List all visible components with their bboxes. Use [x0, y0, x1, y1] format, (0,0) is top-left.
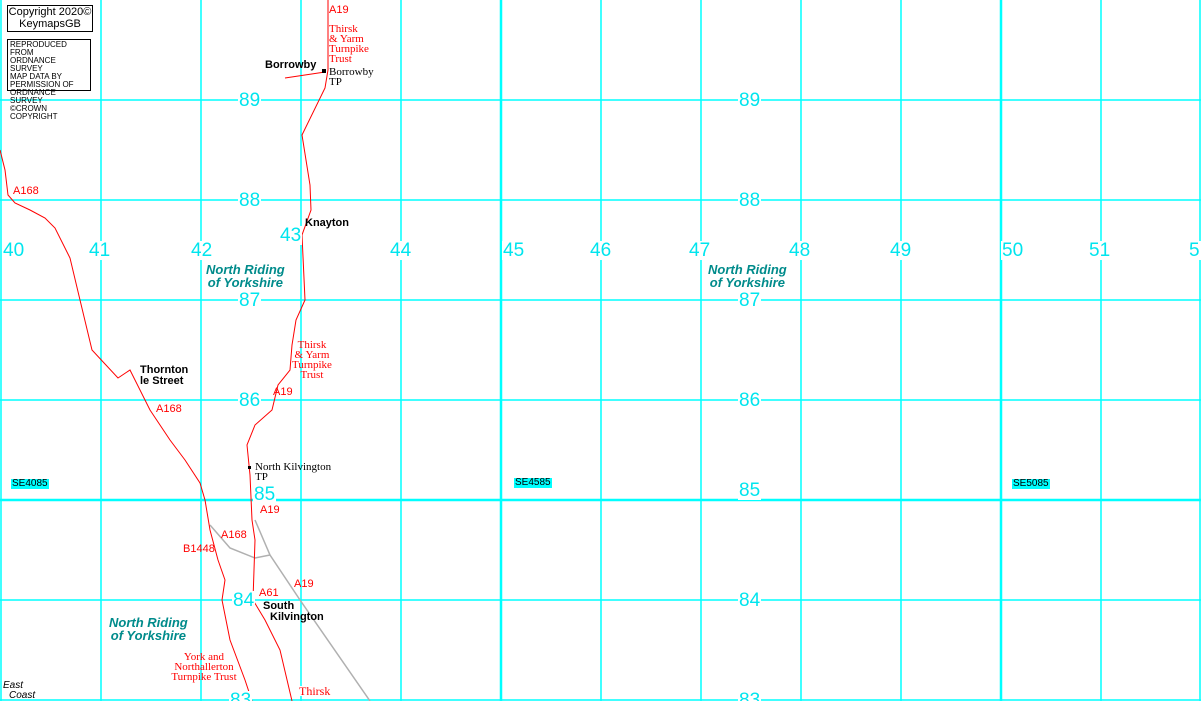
easting-label: 47 [688, 240, 712, 261]
railway-line: East [3, 680, 24, 691]
os-notice-line: REPRODUCED FROM [10, 40, 67, 57]
railway-label: East Coast [3, 681, 35, 701]
trust-line: Turnpike [292, 359, 332, 371]
northing-label: 88 [738, 190, 762, 211]
borrowby-road [284, 71, 326, 79]
os-notice-line: PERMISSION OF [10, 80, 74, 89]
road-label-a19: A19 [260, 504, 280, 516]
northing-label: 86 [738, 390, 762, 411]
northing-label: 86 [238, 390, 262, 411]
easting-label: 42 [190, 240, 214, 261]
county-line: of Yorkshire [207, 275, 283, 290]
trust-line: York and [183, 651, 225, 663]
trust-line: Thirsk [329, 23, 358, 35]
minor-roads [209, 519, 371, 701]
north-kilvington-tp-label: North Kilvington TP [255, 461, 332, 483]
thirsk-yarm-trust-label: Thirsk & Yarm Turnpike Trust [329, 23, 369, 65]
a168-road [0, 149, 253, 701]
easting-label: 49 [889, 240, 913, 261]
place-south-kilvington: South Kilvington [263, 601, 324, 623]
county-label: North Riding of Yorkshire [708, 263, 787, 289]
copyright-brand: KeymapsGB [19, 18, 81, 30]
trust-line: Northallerton [174, 661, 234, 673]
north-kilvington-tp-marker [248, 466, 251, 469]
thirsk-yarm-trust-label: Thirsk & Yarm Turnpike Trust [292, 339, 332, 381]
northing-label: 89 [738, 90, 762, 111]
trust-line: & Yarm [294, 349, 330, 361]
thirsk-label: Thirsk [299, 684, 331, 698]
place-line: Thornton [140, 364, 189, 376]
easting-label: 46 [589, 240, 613, 261]
northing-label: 85 [253, 484, 277, 505]
northing-label: 84 [738, 590, 762, 611]
county-line: North Riding [708, 262, 787, 277]
place-line: Kilvington [270, 611, 324, 623]
road-label-a61: A61 [259, 587, 279, 599]
easting-label: 44 [389, 240, 413, 261]
grid-ref-label: SE4085 [11, 478, 49, 489]
place-line: South [263, 600, 295, 612]
place-borrowby: Borrowby [265, 59, 317, 71]
trust-line: & Yarm [329, 33, 364, 45]
county-line: of Yorkshire [110, 628, 186, 643]
northing-label: 83 [229, 691, 253, 701]
tp-line: North Kilvington [255, 461, 332, 473]
county-line: of Yorkshire [709, 275, 785, 290]
northing-label: 87 [738, 290, 762, 311]
easting-label: 43 [279, 225, 303, 246]
easting-label: 50 [1001, 240, 1025, 261]
a19-road [246, 0, 329, 701]
road-label-a168: A168 [156, 403, 182, 415]
northing-label: 85 [738, 480, 762, 501]
northing-label: 89 [238, 90, 262, 111]
borrowby-tp-label: Borrowby TP [329, 66, 374, 88]
county-label: North Riding of Yorkshire [206, 263, 285, 289]
northing-label: 87 [238, 290, 262, 311]
place-line: le Street [140, 375, 184, 387]
place-knayton: Knayton [305, 217, 349, 229]
road-label-b1448: B1448 [183, 543, 215, 555]
os-notice-line: MAP DATA BY [10, 72, 63, 81]
road-label-a19: A19 [273, 386, 293, 398]
copyright-box: Copyright 2020© KeymapsGB [7, 5, 93, 32]
place-thornton-le-street: Thornton le Street [140, 365, 188, 387]
grid-ref-label: SE5085 [1012, 478, 1050, 489]
trust-line: Turnpike [329, 43, 369, 55]
easting-label: 40 [2, 240, 26, 261]
northing-label: 84 [232, 590, 256, 611]
easting-label: 45 [502, 240, 526, 261]
os-notice-line: ©CROWN COPYRIGHT [10, 104, 58, 121]
main-roads [0, 0, 329, 701]
trust-line: Turnpike Trust [171, 671, 237, 683]
borrowby-tp-marker [322, 69, 326, 73]
road-label-a168: A168 [221, 529, 247, 541]
county-line: North Riding [206, 262, 285, 277]
road-label-a168: A168 [13, 185, 39, 197]
york-northallerton-trust-label: York and Northallerton Turnpike Trust [166, 651, 242, 683]
os-notice-line: ORDNANCE SURVEY [10, 56, 56, 73]
os-notice-box: REPRODUCED FROM ORDNANCE SURVEY MAP DATA… [7, 39, 91, 121]
trust-line: Trust [329, 53, 352, 65]
grid-ref-label: SE4585 [514, 477, 552, 488]
northing-label: 83 [738, 691, 762, 701]
easting-label: 5 [1188, 240, 1201, 261]
tp-line: TP [329, 76, 342, 88]
trust-line: Thirsk [297, 339, 327, 351]
northing-label: 88 [238, 190, 262, 211]
road-label-a19: A19 [294, 578, 314, 590]
tp-line: Borrowby [329, 66, 374, 78]
os-notice-line: ORDNANCE SURVEY [10, 88, 56, 105]
easting-label: 51 [1088, 240, 1112, 261]
county-label: North Riding of Yorkshire [109, 616, 188, 642]
road-label-a19: A19 [329, 4, 349, 16]
easting-label: 48 [788, 240, 812, 261]
tp-line: TP [255, 471, 268, 483]
copyright-text: Copyright 2020© [8, 6, 92, 18]
trust-line: Trust [300, 369, 324, 381]
easting-label: 41 [88, 240, 112, 261]
railway-line: Coast [9, 690, 36, 701]
county-line: North Riding [109, 615, 188, 630]
